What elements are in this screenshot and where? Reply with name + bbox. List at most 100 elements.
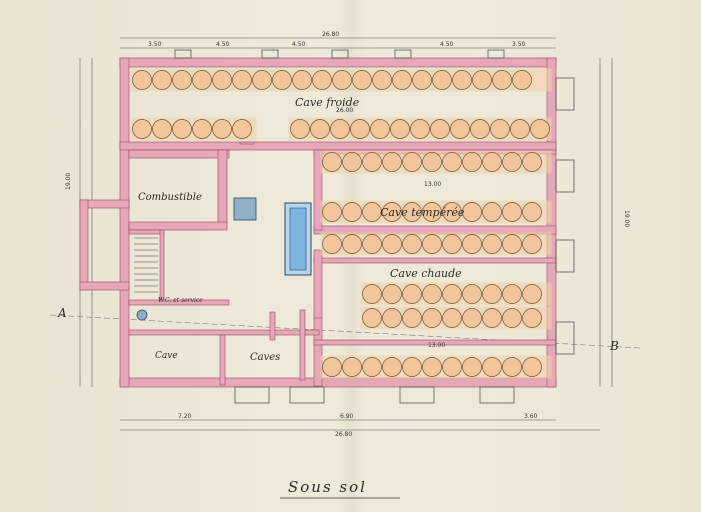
wall-segment [313, 257, 557, 264]
barrel [402, 202, 422, 222]
barrel [370, 119, 390, 139]
barrel [342, 357, 362, 377]
barrel [442, 284, 462, 304]
dim-bottom-seg-3: 3.60 [524, 413, 538, 420]
wall-segment [313, 249, 323, 321]
barrel [362, 308, 382, 328]
wc-fixture [136, 309, 148, 321]
label-cave-chaude: Cave chaude [390, 267, 462, 280]
barrel [402, 284, 422, 304]
barrel [502, 152, 522, 172]
barrel [530, 119, 550, 139]
dim-top-seg-2: 4.50 [216, 41, 230, 48]
wall-segment [79, 199, 89, 291]
barrel [322, 234, 342, 254]
barrel [482, 284, 502, 304]
wall-segment [128, 149, 230, 159]
barrel [502, 234, 522, 254]
barrel [342, 152, 362, 172]
barrel [252, 70, 272, 90]
barrel [362, 357, 382, 377]
barrel [482, 152, 502, 172]
barrel [482, 308, 502, 328]
barrel [522, 234, 542, 254]
barrel [462, 202, 482, 222]
water-tank-inner [289, 207, 307, 271]
barrel [382, 284, 402, 304]
barrel [482, 202, 502, 222]
label-cave: Cave [155, 351, 178, 361]
barrel [462, 284, 482, 304]
barrel [442, 308, 462, 328]
section-mark-b: B [609, 339, 619, 353]
dim-cave-temperee-width: 13.00 [424, 181, 441, 188]
fixtures [134, 197, 312, 321]
barrel [402, 152, 422, 172]
vent-light-well [555, 77, 575, 111]
dim-left-total: 19.00 [65, 173, 72, 190]
barrel [422, 284, 442, 304]
barrel [352, 70, 372, 90]
barrel [482, 357, 502, 377]
barrel [442, 234, 462, 254]
top-vent [487, 49, 505, 59]
dim-top-seg-5: 3.50 [512, 41, 526, 48]
barrel [402, 308, 422, 328]
barrel [412, 70, 432, 90]
label-caves: Caves [250, 352, 280, 363]
barrel [442, 357, 462, 377]
barrel [490, 119, 510, 139]
barrel [482, 234, 502, 254]
barrel [342, 202, 362, 222]
barrel [382, 308, 402, 328]
section-mark-a: A [57, 306, 67, 320]
barrel [362, 234, 382, 254]
barrel [350, 119, 370, 139]
barrel [310, 119, 330, 139]
barrel [442, 152, 462, 172]
boiler [233, 197, 257, 221]
barrel [172, 70, 192, 90]
barrel [192, 119, 212, 139]
barrel [330, 119, 350, 139]
barrel [382, 234, 402, 254]
dim-bottom-seg-1: 7.20 [178, 413, 192, 420]
wall-segment [299, 309, 306, 381]
barrel [462, 357, 482, 377]
barrel [132, 70, 152, 90]
barrel [172, 119, 192, 139]
wall-segment [269, 311, 276, 341]
barrel [402, 357, 422, 377]
barrel [422, 234, 442, 254]
barrel [462, 152, 482, 172]
wall-segment [313, 149, 323, 231]
barrel [450, 119, 470, 139]
wall-segment [128, 229, 165, 235]
barrel [232, 119, 252, 139]
wall-segment [159, 229, 165, 301]
light-well [479, 386, 515, 404]
barrel [372, 70, 392, 90]
dim-right-total: 19.00 [623, 210, 630, 227]
barrel [422, 152, 442, 172]
dim-bottom-total: 26.80 [335, 431, 352, 438]
wall-segment [217, 149, 228, 229]
wall-segment [239, 141, 255, 145]
barrel [462, 234, 482, 254]
barrel [382, 202, 402, 222]
wall-segment [119, 141, 557, 151]
barrel [212, 70, 232, 90]
vent-light-well [555, 321, 575, 355]
dim-top-seg-4: 4.50 [440, 41, 454, 48]
light-well [289, 386, 325, 404]
barrel [402, 234, 422, 254]
barrel [502, 202, 522, 222]
barrel [152, 119, 172, 139]
wall-segment [128, 299, 230, 306]
dim-bottom-row-width: 13.00 [428, 342, 445, 349]
label-cave-temperee: Cave tempérée [380, 206, 465, 219]
wall-segment [119, 57, 130, 388]
barrel [470, 119, 490, 139]
wall-segment [219, 334, 226, 386]
